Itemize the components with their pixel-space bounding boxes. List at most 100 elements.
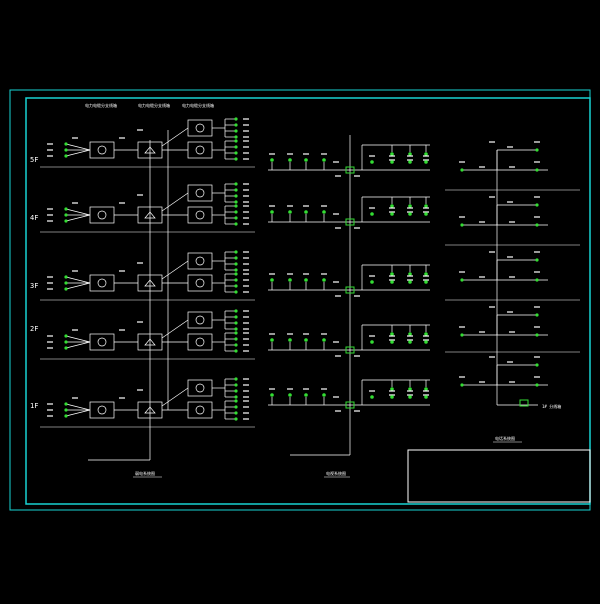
wire <box>161 127 189 147</box>
outlet-node <box>64 281 68 285</box>
label-tick <box>534 196 540 198</box>
tv-splitter <box>345 166 355 174</box>
floor-label-1f: 1F <box>30 402 38 410</box>
outlet-node <box>460 383 464 387</box>
transformer-symbol <box>195 383 205 393</box>
panel3-note: 1# 分线箱 <box>542 403 561 409</box>
label-tick <box>479 331 485 333</box>
outlet-node <box>234 188 238 192</box>
label-tick <box>321 388 327 390</box>
outlet-node <box>408 272 412 276</box>
transformer-symbol <box>195 315 205 325</box>
outlet-node <box>234 389 238 393</box>
outlet-node <box>288 158 292 162</box>
label-tick <box>489 141 495 143</box>
label-tick <box>137 262 143 264</box>
splitter-symbol <box>144 211 156 219</box>
label-tick <box>369 207 375 209</box>
label-tick <box>423 211 429 213</box>
label-tick <box>333 161 339 163</box>
distribution-box <box>89 274 115 292</box>
outlet-node <box>234 349 238 353</box>
label-tick <box>269 273 275 275</box>
label-tick <box>243 418 249 420</box>
panel2-riser-diagram <box>268 135 430 456</box>
outlet-node <box>535 383 539 387</box>
outlet-node <box>234 135 238 139</box>
label-tick <box>407 390 413 392</box>
label-tick <box>243 195 249 197</box>
label-tick <box>243 378 249 380</box>
floor-label-3f: 3F <box>30 282 38 290</box>
label-tick <box>243 146 249 148</box>
panel1-caption: 弱电系统图 <box>135 470 155 476</box>
outlet-node <box>288 338 292 342</box>
outlet-node <box>234 250 238 254</box>
outlet-node <box>234 383 238 387</box>
label-tick <box>243 263 249 265</box>
panel1-riser-diagram <box>40 117 255 461</box>
label-tick <box>335 295 341 297</box>
label-tick <box>335 175 341 177</box>
label-tick <box>47 276 53 278</box>
label-tick <box>269 388 275 390</box>
outlet-node <box>64 334 68 338</box>
outlet-node <box>234 216 238 220</box>
floor-label-5f: 5F <box>30 156 38 164</box>
label-tick <box>509 166 515 168</box>
outlet-node <box>234 405 238 409</box>
wire <box>65 409 91 417</box>
label-tick <box>509 276 515 278</box>
outlet-node <box>408 204 412 208</box>
label-tick <box>479 276 485 278</box>
label-tick <box>321 273 327 275</box>
splitter-symbol <box>144 338 156 346</box>
label-tick <box>509 221 515 223</box>
outlet-node <box>390 204 394 208</box>
wire <box>65 214 91 222</box>
label-tick <box>423 275 429 277</box>
label-tick <box>243 344 249 346</box>
label-tick <box>243 217 249 219</box>
label-tick <box>243 332 249 334</box>
outlet-node <box>64 408 68 412</box>
label-tick <box>47 282 53 284</box>
label-tick <box>407 275 413 277</box>
outlet-node <box>288 393 292 397</box>
transformer-symbol <box>97 405 107 415</box>
outlet-node <box>535 278 539 282</box>
outlet-node <box>390 387 394 391</box>
outlet-node <box>424 160 428 164</box>
distribution-box <box>187 401 213 419</box>
wire <box>161 260 189 280</box>
transformer-symbol <box>97 210 107 220</box>
outlet-node <box>370 340 374 344</box>
label-tick <box>47 155 53 157</box>
outlet-node <box>234 395 238 399</box>
outlet-node <box>390 395 394 399</box>
label-tick <box>369 390 375 392</box>
tv-splitter <box>345 401 355 409</box>
transformer-symbol <box>195 278 205 288</box>
outlet-node <box>390 212 394 216</box>
label-tick <box>534 356 540 358</box>
outlet-node <box>234 123 238 127</box>
label-tick <box>534 161 540 163</box>
label-tick <box>534 251 540 253</box>
transformer-symbol <box>195 188 205 198</box>
label-tick <box>423 390 429 392</box>
label-tick <box>72 270 78 272</box>
wire <box>65 149 91 157</box>
label-tick <box>407 394 413 396</box>
label-tick <box>534 376 540 378</box>
label-tick <box>321 205 327 207</box>
outlet-node <box>390 272 394 276</box>
label-tick <box>534 306 540 308</box>
outlet-node <box>408 152 412 156</box>
label-tick <box>407 211 413 213</box>
label-tick <box>333 341 339 343</box>
label-tick <box>303 153 309 155</box>
label-tick <box>269 205 275 207</box>
label-tick <box>534 141 540 143</box>
label-tick <box>243 183 249 185</box>
